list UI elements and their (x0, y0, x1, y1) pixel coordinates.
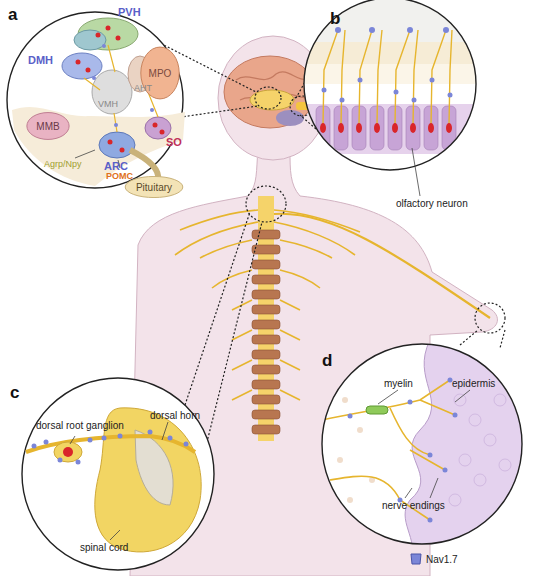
structure-label: nerve endings (382, 500, 445, 511)
structure-label: epidermis (452, 378, 495, 389)
structure-label: dorsal horn (150, 410, 200, 421)
neuron-label: Agrp/Npy (44, 160, 82, 170)
legend-item: Nav1.7 (410, 552, 458, 566)
spinal-nerves (175, 210, 360, 400)
region-label: ARC (104, 160, 128, 172)
brain (224, 56, 316, 128)
panel-b (300, 0, 480, 196)
structure-label: myelin (384, 378, 413, 389)
panel-d (322, 340, 533, 560)
region-label: Pituitary (136, 182, 172, 193)
region-label: PVH (118, 6, 141, 18)
neuron-label: POMC (106, 172, 133, 182)
cerebellum (276, 110, 304, 126)
channel-icon (410, 552, 422, 566)
structure-label: olfactory neuron (396, 198, 468, 209)
panel-letter: a (8, 6, 17, 25)
region-shape: Pituitary (124, 176, 184, 198)
arm-nerve (274, 214, 490, 318)
region-label: VMH (98, 100, 118, 110)
region-label: SO (166, 136, 182, 148)
vertebrae (252, 230, 280, 434)
region-label: AHT (134, 84, 152, 94)
panel-c (22, 378, 214, 570)
panel-letter: b (330, 10, 340, 29)
region-shape: MMB (26, 112, 70, 140)
panel-letter: c (10, 384, 19, 403)
brain-inner (250, 90, 294, 110)
region-label: DMH (28, 54, 53, 66)
panel-a (7, 12, 185, 188)
legend-text: Nav1.7 (426, 554, 458, 565)
panel-letter: d (322, 352, 332, 371)
structure-label: spinal cord (80, 542, 128, 553)
region-label: MMB (36, 121, 59, 132)
region-label: MPO (149, 68, 172, 79)
structure-label: dorsal root ganglion (36, 420, 124, 431)
